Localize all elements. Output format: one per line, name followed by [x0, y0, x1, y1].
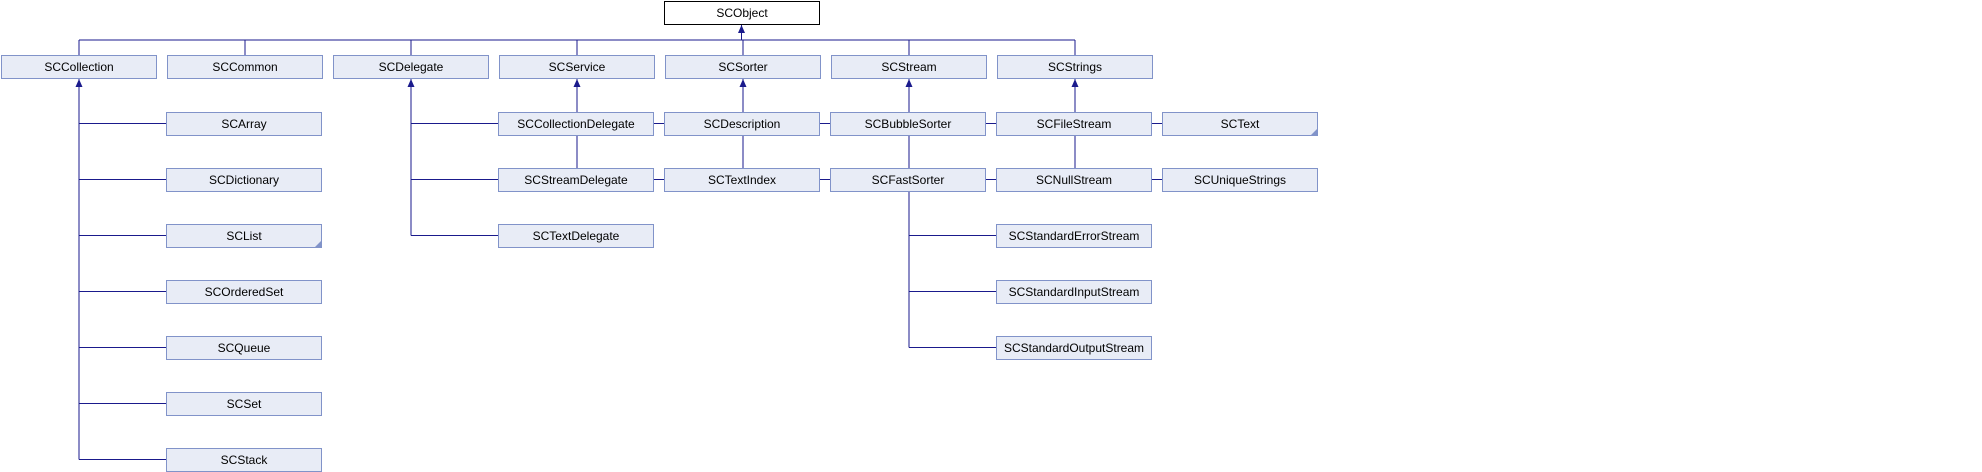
class-label: SCStrings: [1048, 60, 1102, 74]
class-box: [166, 112, 322, 136]
class-label: SCSet: [227, 397, 262, 411]
class-box: [664, 168, 820, 192]
class-node-scset[interactable]: SCSet: [166, 392, 322, 416]
class-label: SCTextIndex: [708, 173, 776, 187]
class-label: SCText: [1221, 117, 1260, 131]
inheritance-arrowhead: [75, 79, 83, 87]
class-node-sctext-index[interactable]: SCTextIndex: [664, 168, 820, 192]
class-node-scdelegate[interactable]: SCDelegate: [333, 55, 489, 79]
class-label: SCSorter: [718, 60, 767, 74]
class-node-sccommon[interactable]: SCCommon: [167, 55, 323, 79]
inheritance-arrowhead: [1071, 79, 1079, 87]
class-node-scbubble-sorter[interactable]: SCBubbleSorter: [830, 112, 986, 136]
class-node-scstandard-output-stream[interactable]: SCStandardOutputStream: [996, 336, 1152, 360]
class-box: [1162, 112, 1318, 136]
class-box: [166, 336, 322, 360]
class-node-scstrings[interactable]: SCStrings: [997, 55, 1153, 79]
collapsed-marker-icon: [1310, 128, 1318, 136]
class-node-scobject[interactable]: SCObject: [664, 1, 820, 25]
class-node-sctext-delegate[interactable]: SCTextDelegate: [498, 224, 654, 248]
class-node-sccollection-delegate[interactable]: SCCollectionDelegate: [498, 112, 654, 136]
inheritance-arrowhead: [573, 79, 581, 87]
class-node-scdictionary[interactable]: SCDictionary: [166, 168, 322, 192]
class-label: SCObject: [716, 6, 768, 20]
class-label: SCNullStream: [1036, 173, 1112, 187]
class-box: [167, 55, 323, 79]
class-label: SCCommon: [212, 60, 277, 74]
class-node-scstandard-input-stream[interactable]: SCStandardInputStream: [996, 280, 1152, 304]
class-label: SCList: [226, 229, 262, 243]
class-node-scservice[interactable]: SCService: [499, 55, 655, 79]
class-nodes: SCObjectSCCollectionSCArraySCDictionaryS…: [1, 1, 1318, 472]
class-node-scfast-sorter[interactable]: SCFastSorter: [830, 168, 986, 192]
class-label: SCQueue: [218, 341, 271, 355]
class-label: SCFileStream: [1037, 117, 1112, 131]
class-node-scsorter[interactable]: SCSorter: [665, 55, 821, 79]
class-box: [664, 112, 820, 136]
class-box: [1162, 168, 1318, 192]
class-node-scunique-strings[interactable]: SCUniqueStrings: [1162, 168, 1318, 192]
class-label: SCOrderedSet: [205, 285, 284, 299]
class-box: [166, 224, 322, 248]
class-node-scfile-stream[interactable]: SCFileStream: [996, 112, 1152, 136]
inheritance-arrowhead: [738, 25, 745, 33]
class-label: SCStandardErrorStream: [1009, 229, 1140, 243]
class-box: [996, 336, 1152, 360]
class-node-sccollection[interactable]: SCCollection: [1, 55, 157, 79]
class-node-sclist[interactable]: SCList: [166, 224, 322, 248]
class-box: [996, 112, 1152, 136]
class-node-scstream[interactable]: SCStream: [831, 55, 987, 79]
class-label: SCCollection: [44, 60, 113, 74]
class-label: SCCollectionDelegate: [517, 117, 635, 131]
class-box: [498, 224, 654, 248]
class-node-scstack[interactable]: SCStack: [166, 448, 322, 472]
collapsed-marker-icon: [314, 240, 322, 248]
class-box: [498, 168, 654, 192]
class-node-scdescription[interactable]: SCDescription: [664, 112, 820, 136]
class-box: [996, 168, 1152, 192]
class-node-scstream-delegate[interactable]: SCStreamDelegate: [498, 168, 654, 192]
class-box: [996, 224, 1152, 248]
class-node-scstandard-error-stream[interactable]: SCStandardErrorStream: [996, 224, 1152, 248]
class-label: SCStreamDelegate: [524, 173, 628, 187]
class-box: [830, 112, 986, 136]
class-box: [1, 55, 157, 79]
class-box: [166, 168, 322, 192]
class-box: [997, 55, 1153, 79]
class-label: SCBubbleSorter: [865, 117, 952, 131]
class-label: SCStream: [881, 60, 936, 74]
class-label: SCFastSorter: [872, 173, 945, 187]
class-label: SCTextDelegate: [533, 229, 620, 243]
class-box: [498, 112, 654, 136]
class-label: SCUniqueStrings: [1194, 173, 1286, 187]
class-node-scqueue[interactable]: SCQueue: [166, 336, 322, 360]
class-box: [333, 55, 489, 79]
class-label: SCStack: [221, 453, 269, 467]
class-box: [831, 55, 987, 79]
class-box: [830, 168, 986, 192]
class-label: SCDictionary: [209, 173, 279, 187]
class-node-sctext[interactable]: SCText: [1162, 112, 1318, 136]
inheritance-arrowhead: [407, 79, 415, 87]
class-label: SCArray: [221, 117, 266, 131]
class-label: SCStandardInputStream: [1009, 285, 1140, 299]
class-label: SCDelegate: [379, 60, 444, 74]
class-box: [166, 392, 322, 416]
class-node-scarray[interactable]: SCArray: [166, 112, 322, 136]
class-box: [996, 280, 1152, 304]
class-node-scordered-set[interactable]: SCOrderedSet: [166, 280, 322, 304]
class-box: [664, 1, 820, 25]
class-node-scnull-stream[interactable]: SCNullStream: [996, 168, 1152, 192]
class-label: SCStandardOutputStream: [1004, 341, 1144, 355]
class-label: SCDescription: [704, 117, 781, 131]
class-box: [499, 55, 655, 79]
class-label: SCService: [549, 60, 606, 74]
inheritance-arrowhead: [739, 79, 747, 87]
inheritance-arrowhead: [905, 79, 913, 87]
class-box: [665, 55, 821, 79]
class-box: [166, 280, 322, 304]
